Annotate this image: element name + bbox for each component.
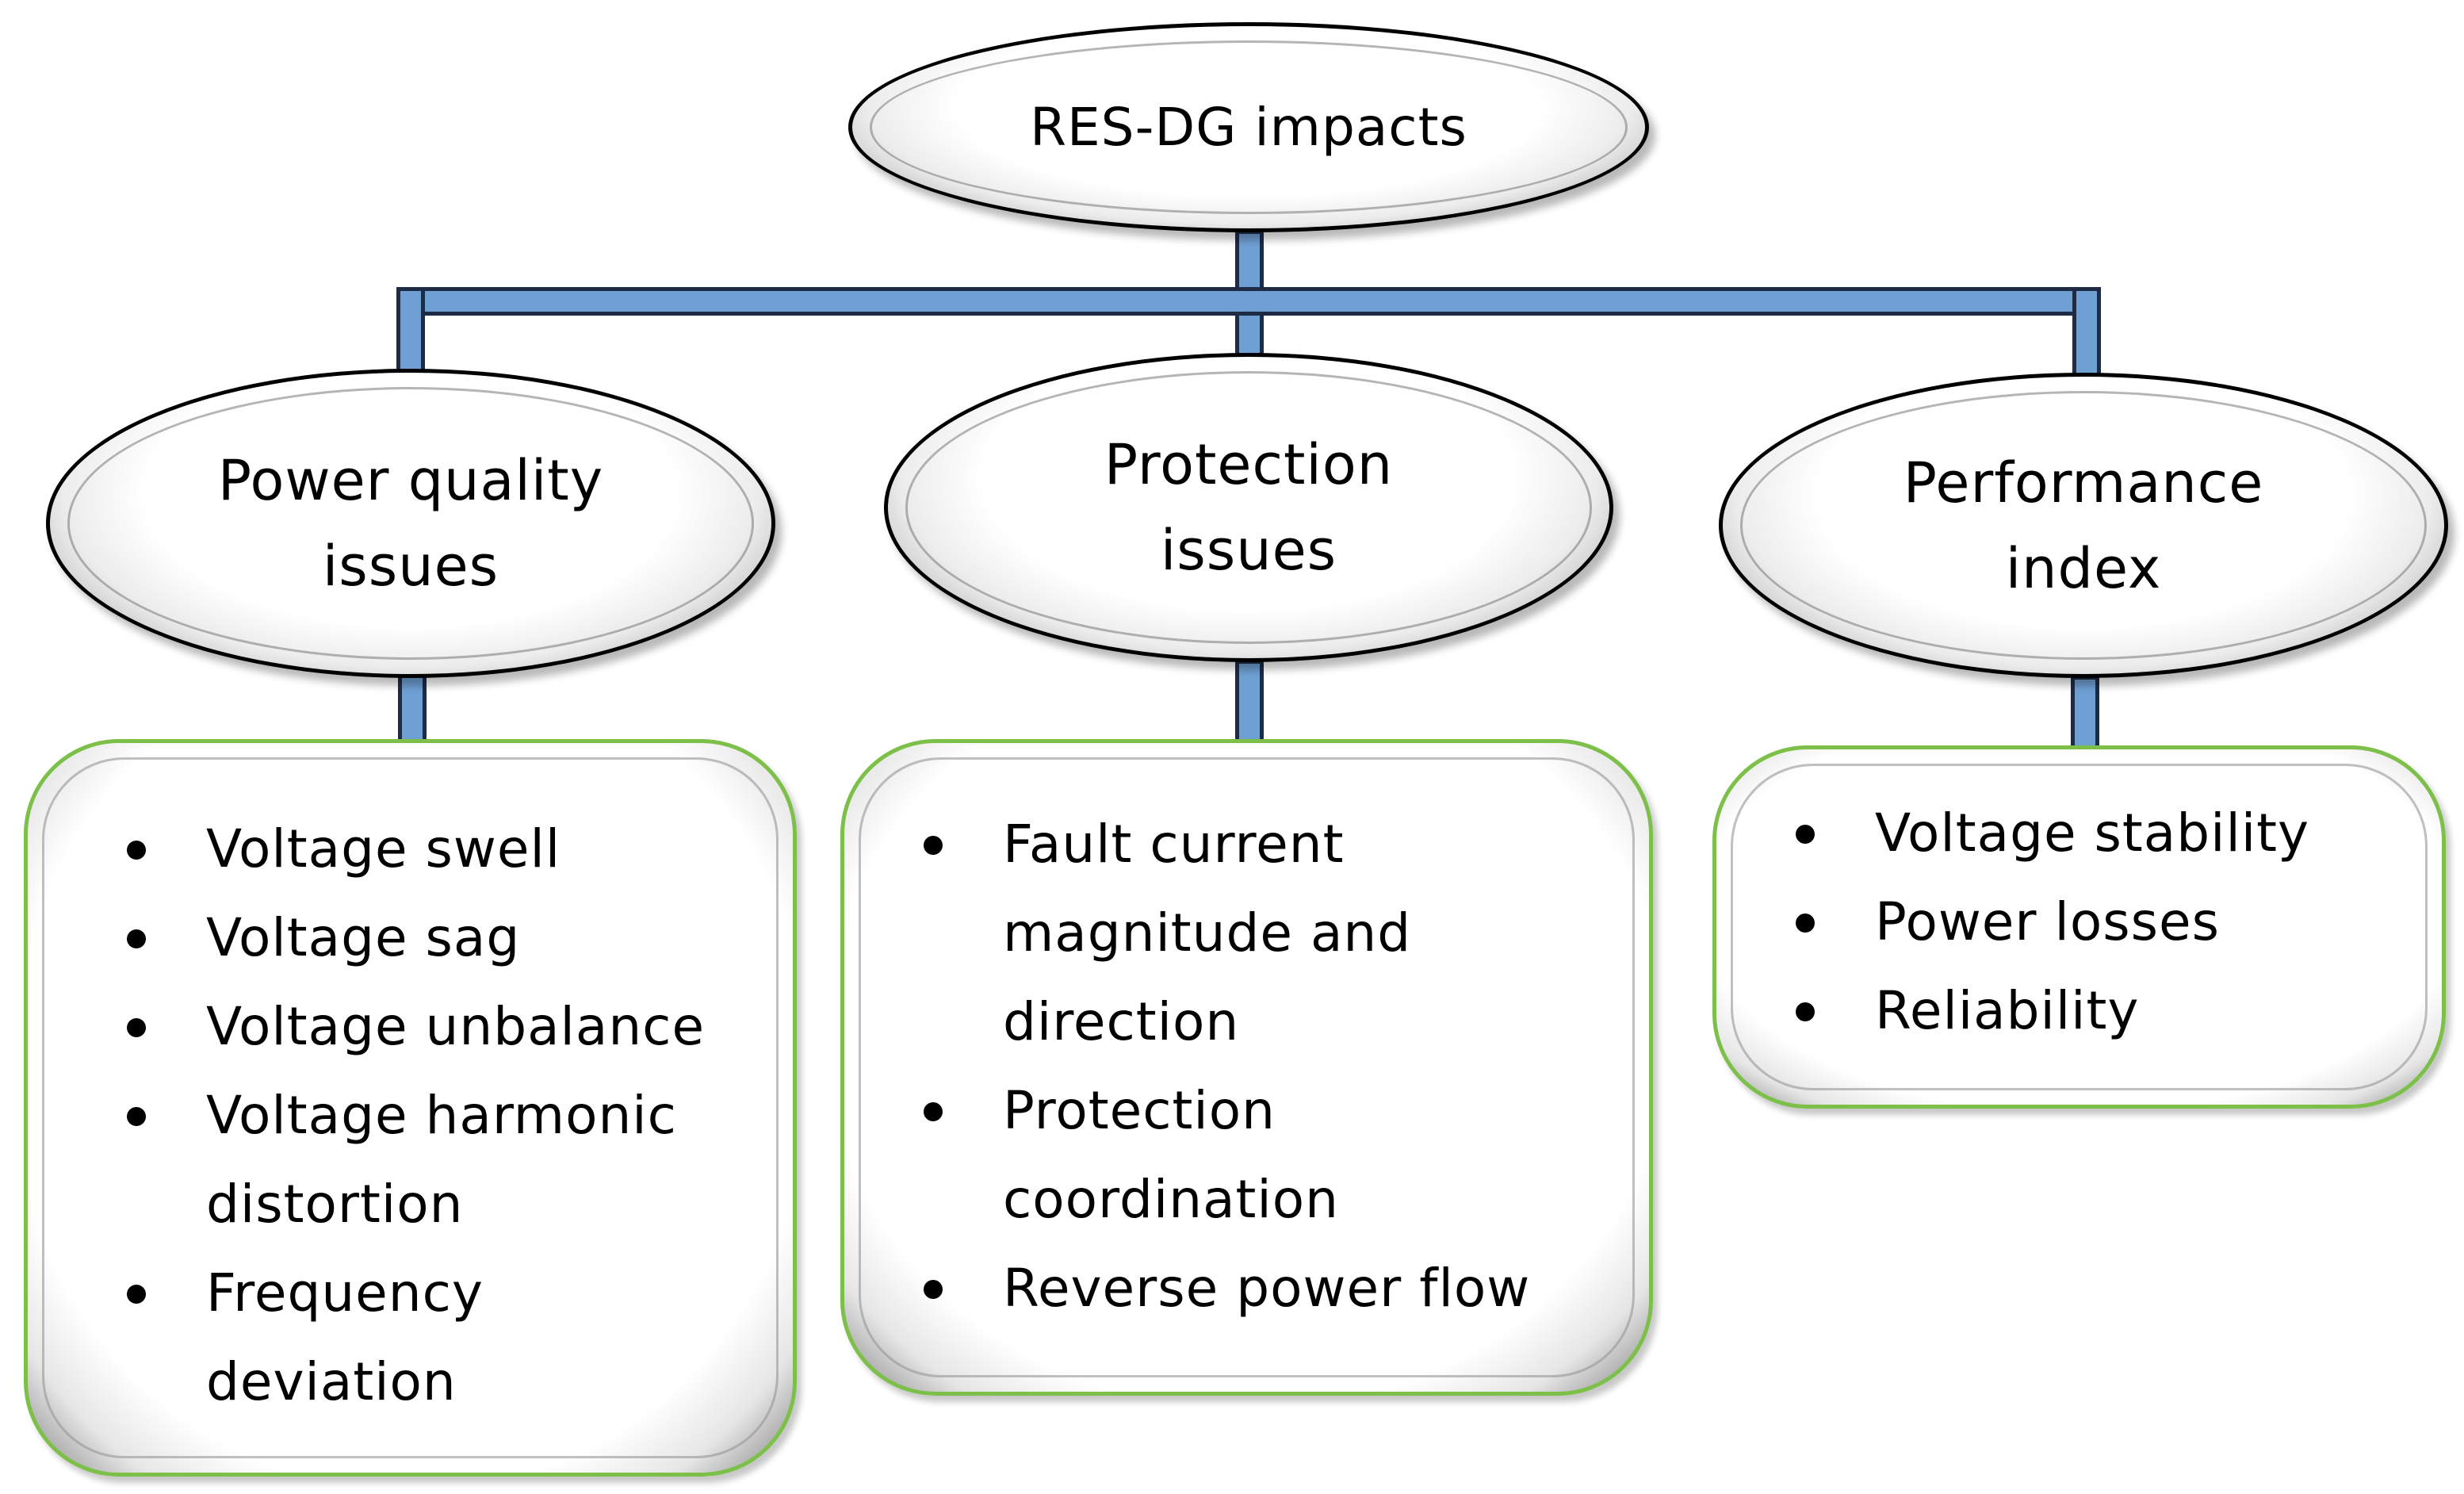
list-item: Reverse power flow [924, 1244, 1530, 1333]
list-item-text: Voltage stability [1875, 803, 2310, 864]
connector-card-middle [1235, 660, 1264, 747]
category-node-performance: Performance index [1719, 373, 2448, 678]
category-label-power-quality: Power quality issues [217, 448, 604, 599]
category-label-performance: Performance index [1903, 450, 2264, 601]
category-label-protection: Protection issues [1104, 432, 1394, 583]
list-item-text: Protection coordination [1003, 1080, 1339, 1230]
list-item: Voltage unbalance [127, 983, 705, 1071]
list-item-text: Frequency deviation [206, 1262, 484, 1412]
list-item: Voltage swell [127, 805, 705, 894]
root-node-label: RES-DG impacts [1030, 96, 1467, 158]
bullet-icon [127, 1107, 146, 1126]
items-list-performance: Voltage stability Power losses Reliabili… [1796, 789, 2309, 1055]
connector-horizontal-bar [396, 287, 2101, 316]
list-item-text: Voltage harmonic distortion [206, 1085, 677, 1235]
list-item: Reliability [1796, 967, 2309, 1055]
list-item-text: Voltage sag [206, 907, 521, 968]
root-node: RES-DG impacts [848, 22, 1649, 232]
connector-drop-right [2072, 287, 2101, 382]
list-item: Power losses [1796, 878, 2309, 967]
bullet-icon [1796, 914, 1815, 933]
items-card-protection: Fault current magnitude and direction Pr… [840, 739, 1653, 1396]
items-card-performance: Voltage stability Power losses Reliabili… [1712, 745, 2446, 1109]
bullet-icon [127, 841, 146, 860]
list-item: Fault current magnitude and direction [924, 800, 1530, 1067]
list-item: Voltage sag [127, 894, 705, 983]
list-item-text: Voltage unbalance [206, 996, 706, 1057]
bullet-icon [127, 1018, 146, 1037]
connector-card-left [398, 674, 427, 747]
list-item-text: Voltage swell [206, 818, 561, 879]
bullet-icon [127, 1285, 146, 1304]
items-list-protection: Fault current magnitude and direction Pr… [924, 800, 1530, 1333]
bullet-icon [127, 929, 146, 948]
list-item-text: Reliability [1875, 980, 2140, 1041]
items-list-power-quality: Voltage swell Voltage sag Voltage unbala… [127, 805, 705, 1427]
connector-card-right [2071, 676, 2099, 751]
items-card-power-quality: Voltage swell Voltage sag Voltage unbala… [24, 739, 797, 1477]
bullet-icon [924, 836, 943, 855]
bullet-icon [1796, 1002, 1815, 1021]
bullet-icon [924, 1280, 943, 1299]
category-node-power-quality: Power quality issues [46, 369, 775, 678]
bullet-icon [1796, 825, 1815, 844]
connector-drop-left [396, 287, 425, 381]
list-item: Frequency deviation [127, 1249, 705, 1427]
list-item-text: Power losses [1875, 891, 2221, 952]
list-item: Protection coordination [924, 1067, 1530, 1244]
list-item: Voltage harmonic distortion [127, 1071, 705, 1249]
list-item: Voltage stability [1796, 789, 2309, 878]
list-item-text: Fault current magnitude and direction [1003, 814, 1412, 1052]
bullet-icon [924, 1102, 943, 1121]
category-node-protection: Protection issues [884, 353, 1613, 662]
list-item-text: Reverse power flow [1003, 1258, 1531, 1319]
